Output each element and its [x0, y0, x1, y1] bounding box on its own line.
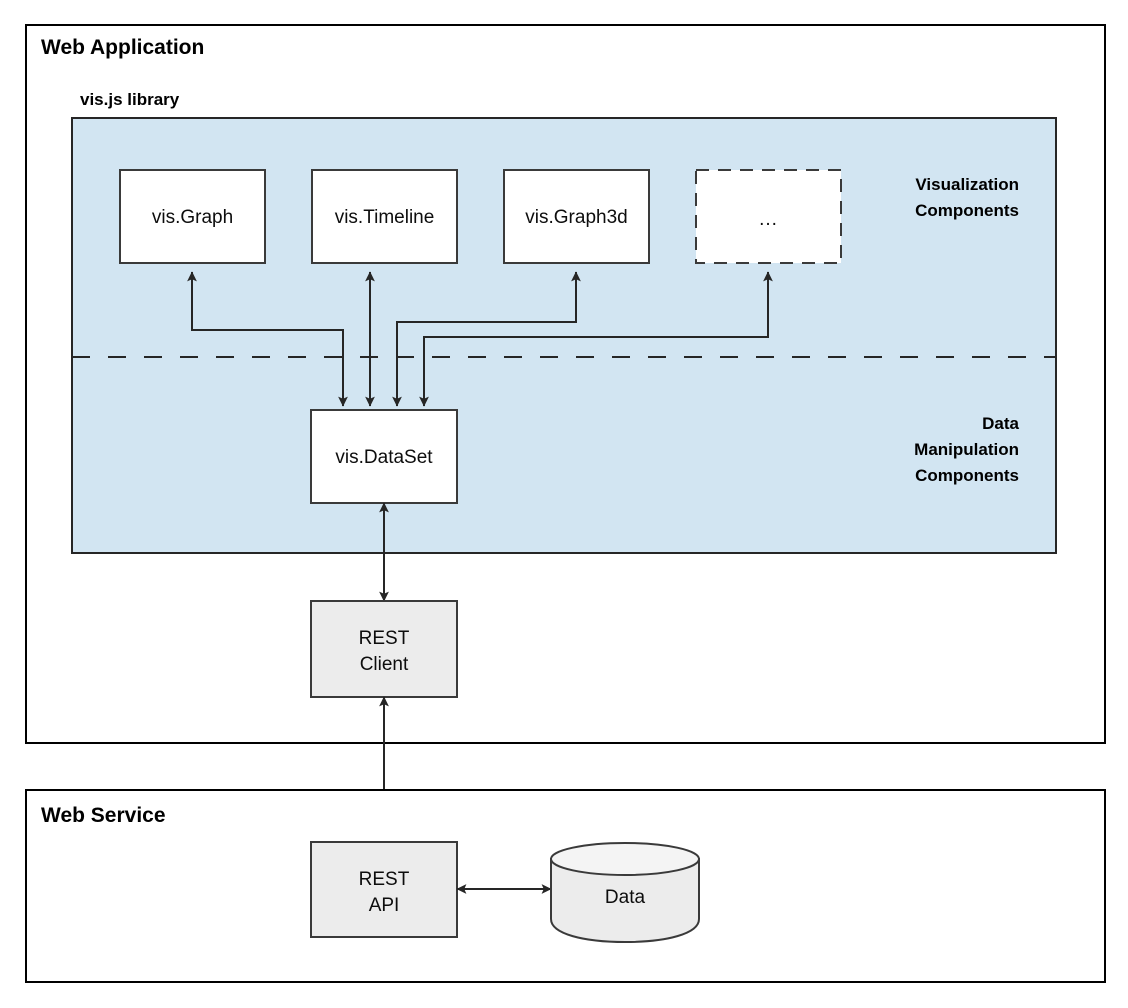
web-application-title: Web Application [41, 36, 204, 59]
component-node-vis-dataset[interactable]: vis.DataSet [310, 409, 458, 504]
component-node-rest-client[interactable]: REST Client [310, 600, 458, 698]
component-label-line1: REST [359, 869, 410, 890]
component-label-line2: Client [360, 654, 409, 675]
component-label: vis.Graph3d [525, 207, 627, 228]
data-tier-label-line2: Manipulation [914, 440, 1019, 459]
component-node-rest-api[interactable]: REST API [310, 841, 458, 938]
component-node-vis-graph3d[interactable]: vis.Graph3d [503, 169, 650, 264]
component-label: ... [759, 209, 778, 230]
component-label: vis.Timeline [335, 207, 435, 228]
component-label-line2: API [369, 895, 400, 916]
cylinder-top-ellipse [550, 842, 700, 876]
web-service-title: Web Service [41, 804, 166, 827]
connector-graph-dataset [187, 271, 348, 407]
connector-ellipsis-dataset [419, 271, 773, 407]
visualization-tier-label-line1: Visualization [915, 175, 1019, 194]
datastore-label: Data [605, 887, 646, 908]
component-node-vis-graph[interactable]: vis.Graph [119, 169, 266, 264]
component-node-more[interactable]: ... [695, 169, 842, 264]
component-label: vis.DataSet [335, 447, 433, 468]
vis-js-library-title: vis.js library [80, 90, 180, 109]
datastore-node-data[interactable]: Data [550, 842, 700, 944]
component-label-line1: REST [359, 628, 410, 649]
component-label: vis.Graph [152, 207, 233, 228]
data-tier-label-line3: Components [915, 466, 1019, 485]
component-node-vis-timeline[interactable]: vis.Timeline [311, 169, 458, 264]
data-tier-label-line1: Data [982, 414, 1019, 433]
visualization-tier-label-line2: Components [915, 201, 1019, 220]
